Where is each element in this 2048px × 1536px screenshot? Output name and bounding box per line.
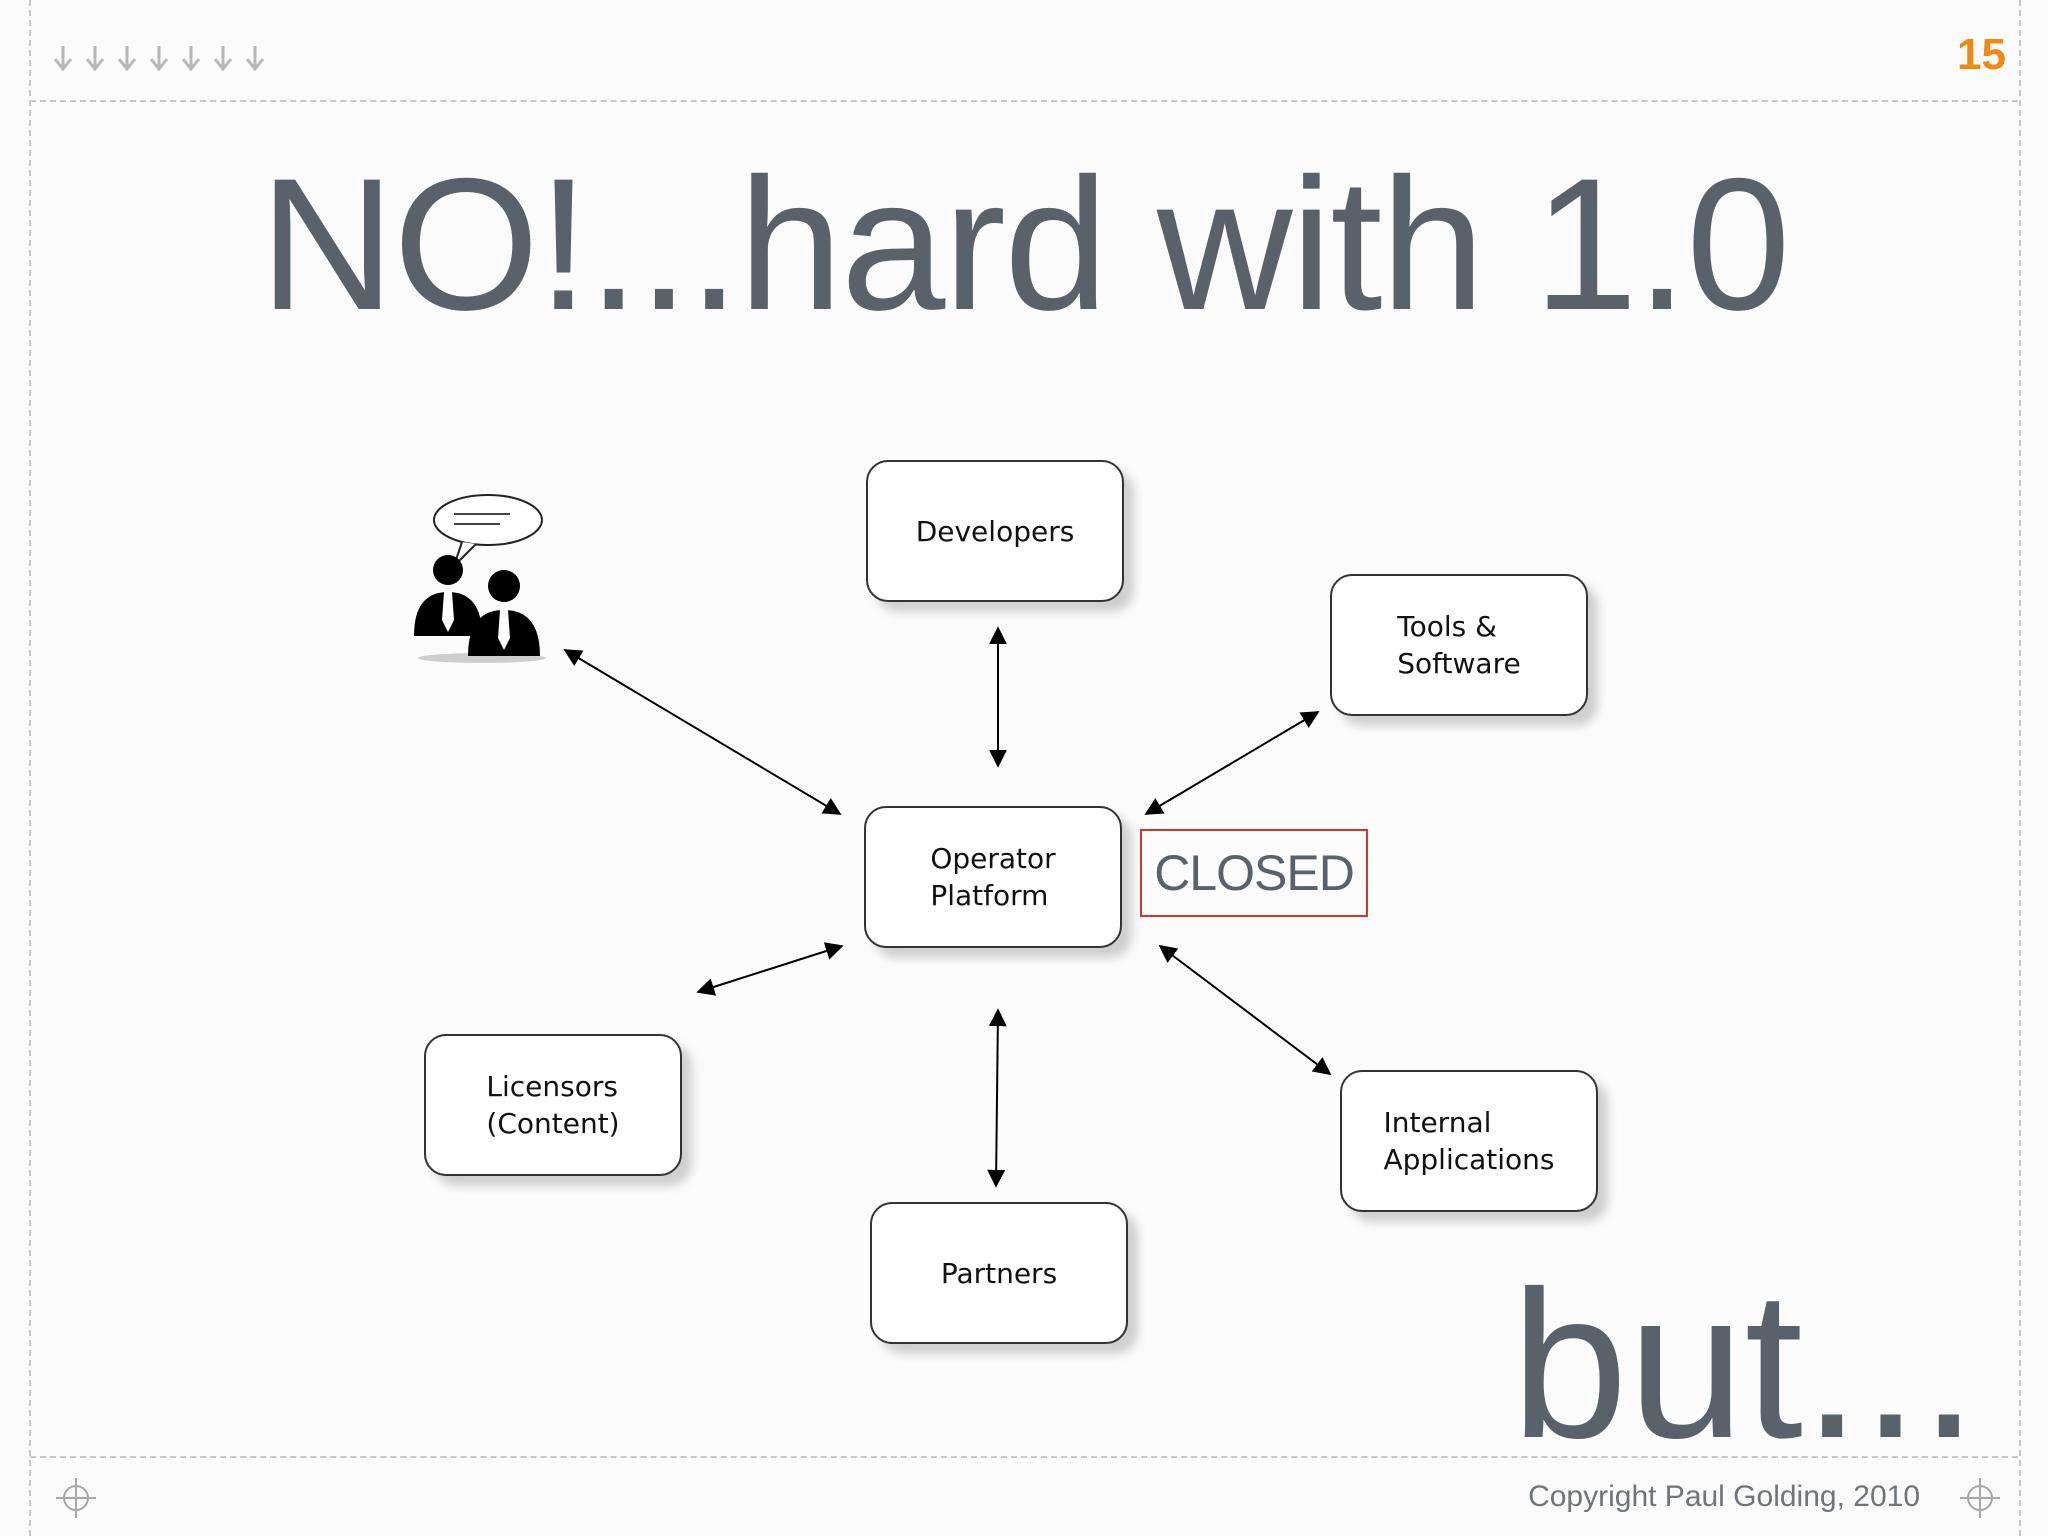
people-talking-icon bbox=[414, 494, 546, 663]
down-arrow-icon bbox=[181, 46, 201, 72]
node-internal-applications: Internal Applications bbox=[1340, 1070, 1598, 1212]
down-arrow-icon bbox=[117, 46, 137, 72]
node-tools-software: Tools & Software bbox=[1330, 574, 1588, 716]
top-guide-line bbox=[30, 100, 2018, 102]
crosshair-icon bbox=[1960, 1478, 2000, 1518]
node-licensors: Licensors (Content) bbox=[424, 1034, 682, 1176]
left-guide-line bbox=[29, 0, 31, 1536]
node-tools-label: Tools & Software bbox=[1397, 610, 1521, 680]
down-arrow-icon bbox=[245, 46, 265, 72]
down-arrow-icon bbox=[149, 46, 169, 72]
slide-title: NO!...hard with 1.0 bbox=[259, 139, 1790, 349]
node-internal-label: Internal Applications bbox=[1383, 1106, 1555, 1176]
tagline-but: but... bbox=[1511, 1247, 1978, 1482]
right-guide-line bbox=[2019, 0, 2021, 1536]
node-licensors-label: Licensors (Content) bbox=[486, 1070, 620, 1140]
crosshair-icon bbox=[56, 1478, 96, 1518]
node-partners: Partners bbox=[870, 1202, 1128, 1344]
node-developers-label: Developers bbox=[915, 514, 1075, 548]
closed-label: CLOSED bbox=[1154, 845, 1355, 901]
node-partners-label: Partners bbox=[940, 1256, 1058, 1290]
bottom-guide-line bbox=[30, 1456, 2018, 1458]
down-arrows-row bbox=[52, 44, 266, 72]
copyright-text: Copyright Paul Golding, 2010 bbox=[1528, 1480, 1920, 1513]
node-operator-label: Operator Platform bbox=[930, 842, 1056, 912]
closed-label-box: CLOSED bbox=[1140, 829, 1368, 917]
down-arrow-icon bbox=[213, 46, 233, 72]
down-arrow-icon bbox=[53, 46, 73, 72]
slide-number: 15 bbox=[1957, 30, 2006, 79]
node-operator-platform: Operator Platform bbox=[864, 806, 1122, 948]
down-arrow-icon bbox=[85, 46, 105, 72]
node-developers: Developers bbox=[866, 460, 1124, 602]
